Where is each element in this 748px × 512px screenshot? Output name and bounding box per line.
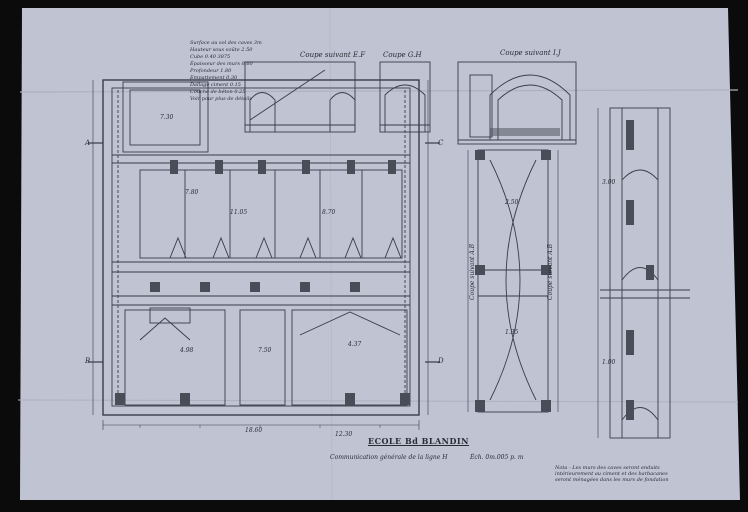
section-ab-title: Coupe suivant A.B (469, 243, 476, 300)
notes-block: Surface au sol des caves 3m Hauteur sous… (190, 40, 280, 103)
dimension-label: 7.50 (258, 347, 272, 354)
note-line: Voir pour plus de détails (190, 96, 252, 102)
dimension-label: 8.70 (322, 209, 336, 216)
note-line: Hauteur sous voûte 2.50 (190, 47, 253, 53)
section-cd-title: Coupe suivant A.B (547, 243, 554, 300)
section-ij-title: Coupe suivant I.J (500, 49, 561, 57)
drawing-title: ECOLE Bd BLANDIN (368, 436, 469, 446)
cut-point-a: A (85, 139, 91, 147)
dimension-label: 3.00 (602, 179, 616, 186)
note-line: Épaisseur des murs 0.60 (190, 61, 253, 67)
dimension-label: 12.30 (335, 431, 353, 438)
note-line: Empattement 0.30 (190, 75, 238, 81)
note-line: Surface au sol des caves 3m (190, 40, 262, 46)
legend-line: intérieurement au ciment et des barbacan… (555, 471, 668, 477)
dimension-label: 7.80 (185, 189, 199, 196)
dimension-label: 1.35 (505, 329, 519, 336)
note-line: Dallage ciment 0.15 (190, 82, 241, 88)
cut-point-c: C (438, 139, 444, 147)
legend-line: seront ménagées dans les murs de fondati… (555, 477, 669, 483)
note-line: Couche de béton 0.25 (190, 89, 246, 95)
dimension-label: 18.60 (245, 427, 263, 434)
note-line: Profondeur 1.80 (190, 68, 232, 74)
dimension-label: 1.00 (602, 359, 616, 366)
section-gh-title: Coupe G.H (383, 51, 422, 59)
legend-line: Nota - Les murs des caves seront enduits (555, 465, 660, 471)
cut-point-b: B (85, 357, 91, 365)
dimension-label: 11.05 (230, 209, 248, 216)
note-line: Cube 0.40 3875 (190, 54, 231, 60)
section-ef-title: Coupe suivant E.F (300, 51, 366, 59)
dimension-label: 7.30 (160, 114, 174, 121)
scale-note: Éch. 0m.005 p. m (470, 454, 524, 461)
dimension-label: 2.50 (505, 199, 519, 206)
dimension-label: 4.98 (180, 347, 194, 354)
legend-note: Nota - Les murs des caves seront enduits… (555, 465, 669, 483)
cut-point-d: D (438, 357, 444, 365)
caption: Communication générale de la ligne H (330, 454, 448, 461)
dimension-label: 4.37 (348, 341, 362, 348)
